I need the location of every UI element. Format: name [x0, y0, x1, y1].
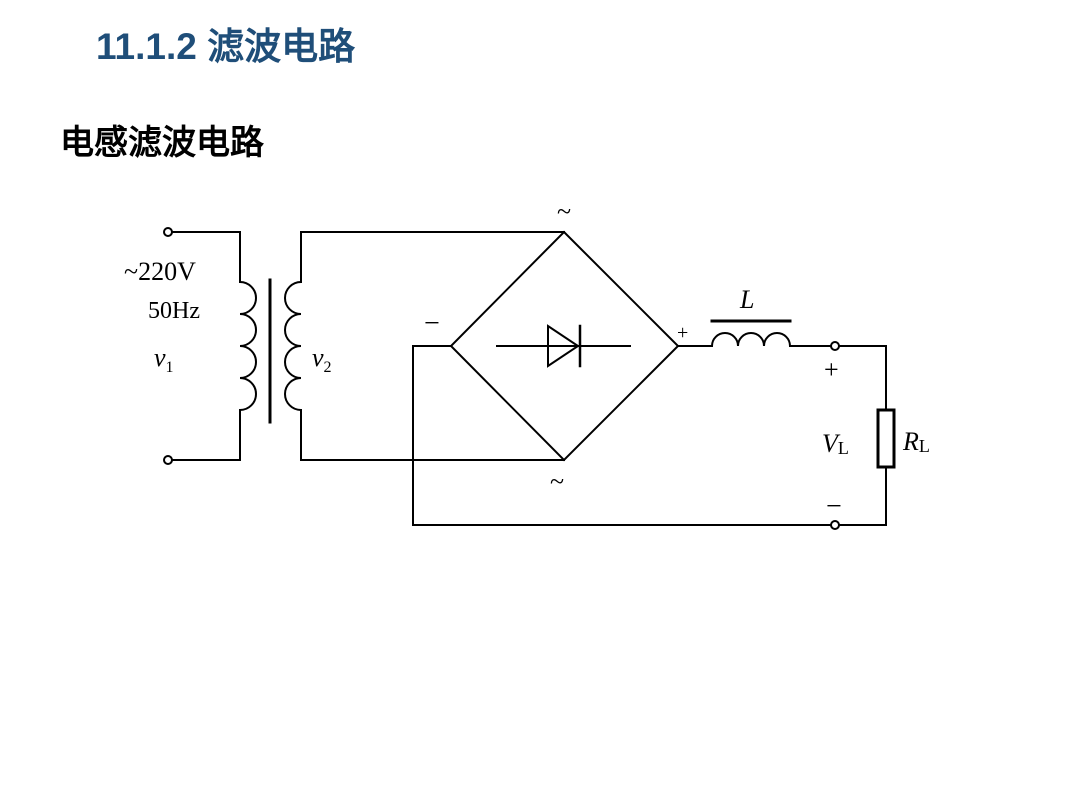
- primary-wiring: [171, 231, 241, 461]
- input-terminal-top: [163, 227, 173, 237]
- secondary-wiring: [300, 231, 565, 461]
- inductor: [710, 319, 792, 348]
- output-minus-label: −: [826, 491, 842, 522]
- diode-symbol: [496, 324, 631, 368]
- slide-subtitle: 电感滤波电路: [60, 123, 264, 163]
- bridge-plus-label: +: [677, 322, 688, 344]
- negative-rail: [412, 345, 887, 526]
- bridge-minus-label: −: [424, 308, 440, 339]
- output-voltage-label: VL: [822, 429, 849, 458]
- secondary-voltage-label: v2: [312, 343, 332, 376]
- source-voltage-label: ~220V: [124, 257, 196, 286]
- positive-rail: [677, 345, 887, 526]
- bridge-ac-bottom-label: ~: [550, 467, 564, 496]
- source-frequency-label: 50Hz: [148, 298, 200, 324]
- output-terminal-top: [830, 341, 840, 351]
- input-terminal-bottom: [163, 455, 173, 465]
- secondary-winding: [284, 280, 303, 412]
- slide-title: 11.1.2 滤波电路: [96, 26, 356, 67]
- primary-winding: [238, 280, 257, 412]
- primary-voltage-label: v1: [154, 343, 174, 376]
- bridge-ac-top-label: ~: [557, 197, 571, 226]
- output-plus-label: +: [824, 355, 839, 384]
- load-resistor: [876, 408, 896, 469]
- inductor-label: L: [739, 285, 754, 314]
- load-resistor-label: RL: [902, 427, 930, 456]
- bridge-rectifier: [449, 230, 680, 462]
- output-terminal-bottom: [830, 520, 840, 530]
